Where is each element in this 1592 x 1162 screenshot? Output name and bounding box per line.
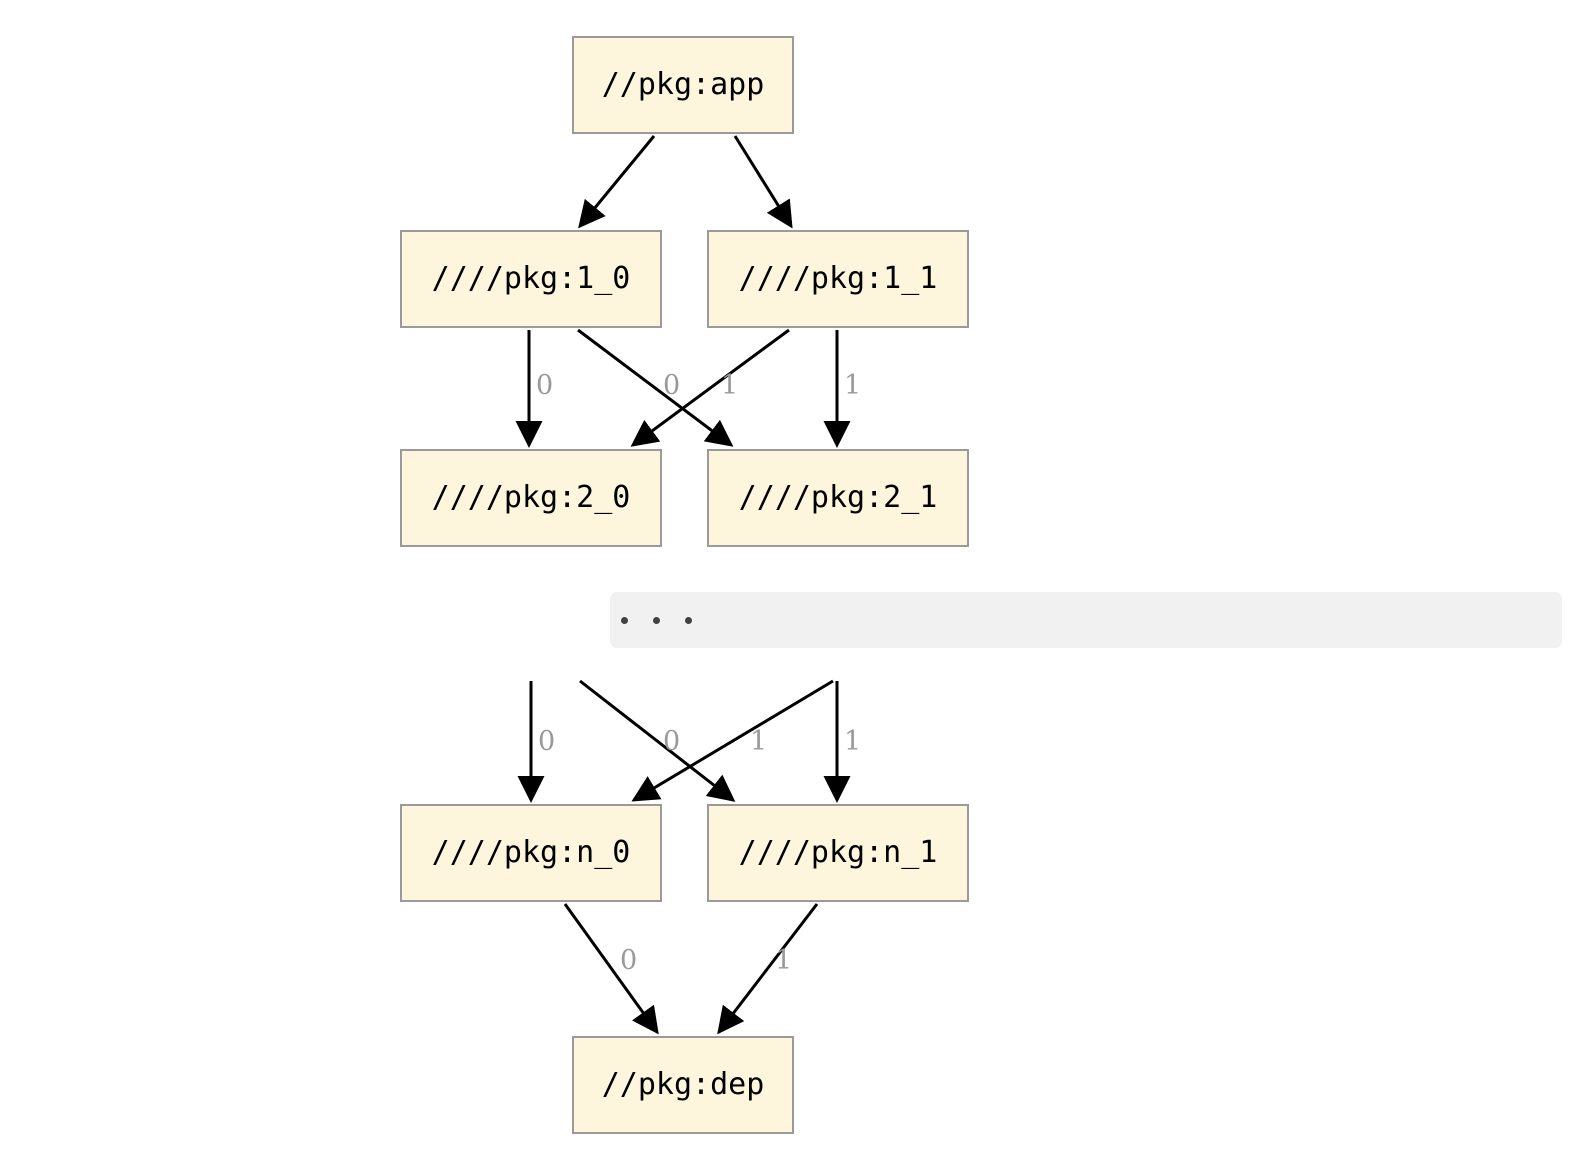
edge-app-to-n1_1 — [733, 135, 793, 229]
edge-nn_0-to-dep — [563, 903, 659, 1035]
node-label: //pkg:dep — [601, 1067, 765, 1102]
node-label: ////pkg:1_1 — [738, 261, 938, 296]
edge-n1_0-to-n2_1 — [577, 328, 734, 447]
edge-label: 1 — [750, 726, 768, 757]
node-nn_1[interactable]: ////pkg:n_1 — [707, 804, 969, 902]
node-label: ////pkg:1_0 — [431, 261, 631, 296]
ellipsis-dot — [653, 617, 660, 624]
edge-label: 1 — [721, 370, 739, 401]
node-n2_0[interactable]: ////pkg:2_0 — [400, 449, 662, 547]
node-n1_1[interactable]: ////pkg:1_1 — [707, 230, 969, 328]
ellipsis-dots — [621, 617, 692, 624]
edge-root-to-nn_1 — [579, 679, 736, 802]
edge-label: 0 — [663, 726, 681, 757]
edge-label: 0 — [663, 370, 681, 401]
edge-nn_1-to-dep — [717, 903, 819, 1035]
edge-root-to-nn_0 — [631, 679, 834, 802]
edge-app-to-n1_0 — [578, 135, 656, 229]
ellipsis-separator-band — [610, 592, 1562, 648]
node-n2_1[interactable]: ////pkg:2_1 — [707, 449, 969, 547]
ellipsis-dot — [621, 617, 628, 624]
node-label: ////pkg:n_1 — [738, 835, 938, 870]
node-n1_0[interactable]: ////pkg:1_0 — [400, 230, 662, 328]
node-label: ////pkg:2_0 — [431, 480, 631, 515]
node-dep[interactable]: //pkg:dep — [572, 1036, 794, 1134]
edge-label: 0 — [536, 370, 554, 401]
node-label: ////pkg:n_0 — [431, 835, 631, 870]
ellipsis-dot — [685, 617, 692, 624]
edge-label: 0 — [538, 726, 556, 757]
node-label: //pkg:app — [601, 67, 765, 102]
edge-label: 1 — [844, 726, 862, 757]
edge-label: 1 — [844, 370, 862, 401]
node-nn_0[interactable]: ////pkg:n_0 — [400, 804, 662, 902]
edge-label: 0 — [620, 945, 638, 976]
edge-lines — [515, 135, 851, 1035]
node-app[interactable]: //pkg:app — [572, 36, 794, 134]
node-label: ////pkg:2_1 — [738, 480, 938, 515]
edge-label: 1 — [775, 945, 793, 976]
edge-n1_1-to-n2_0 — [630, 328, 790, 447]
